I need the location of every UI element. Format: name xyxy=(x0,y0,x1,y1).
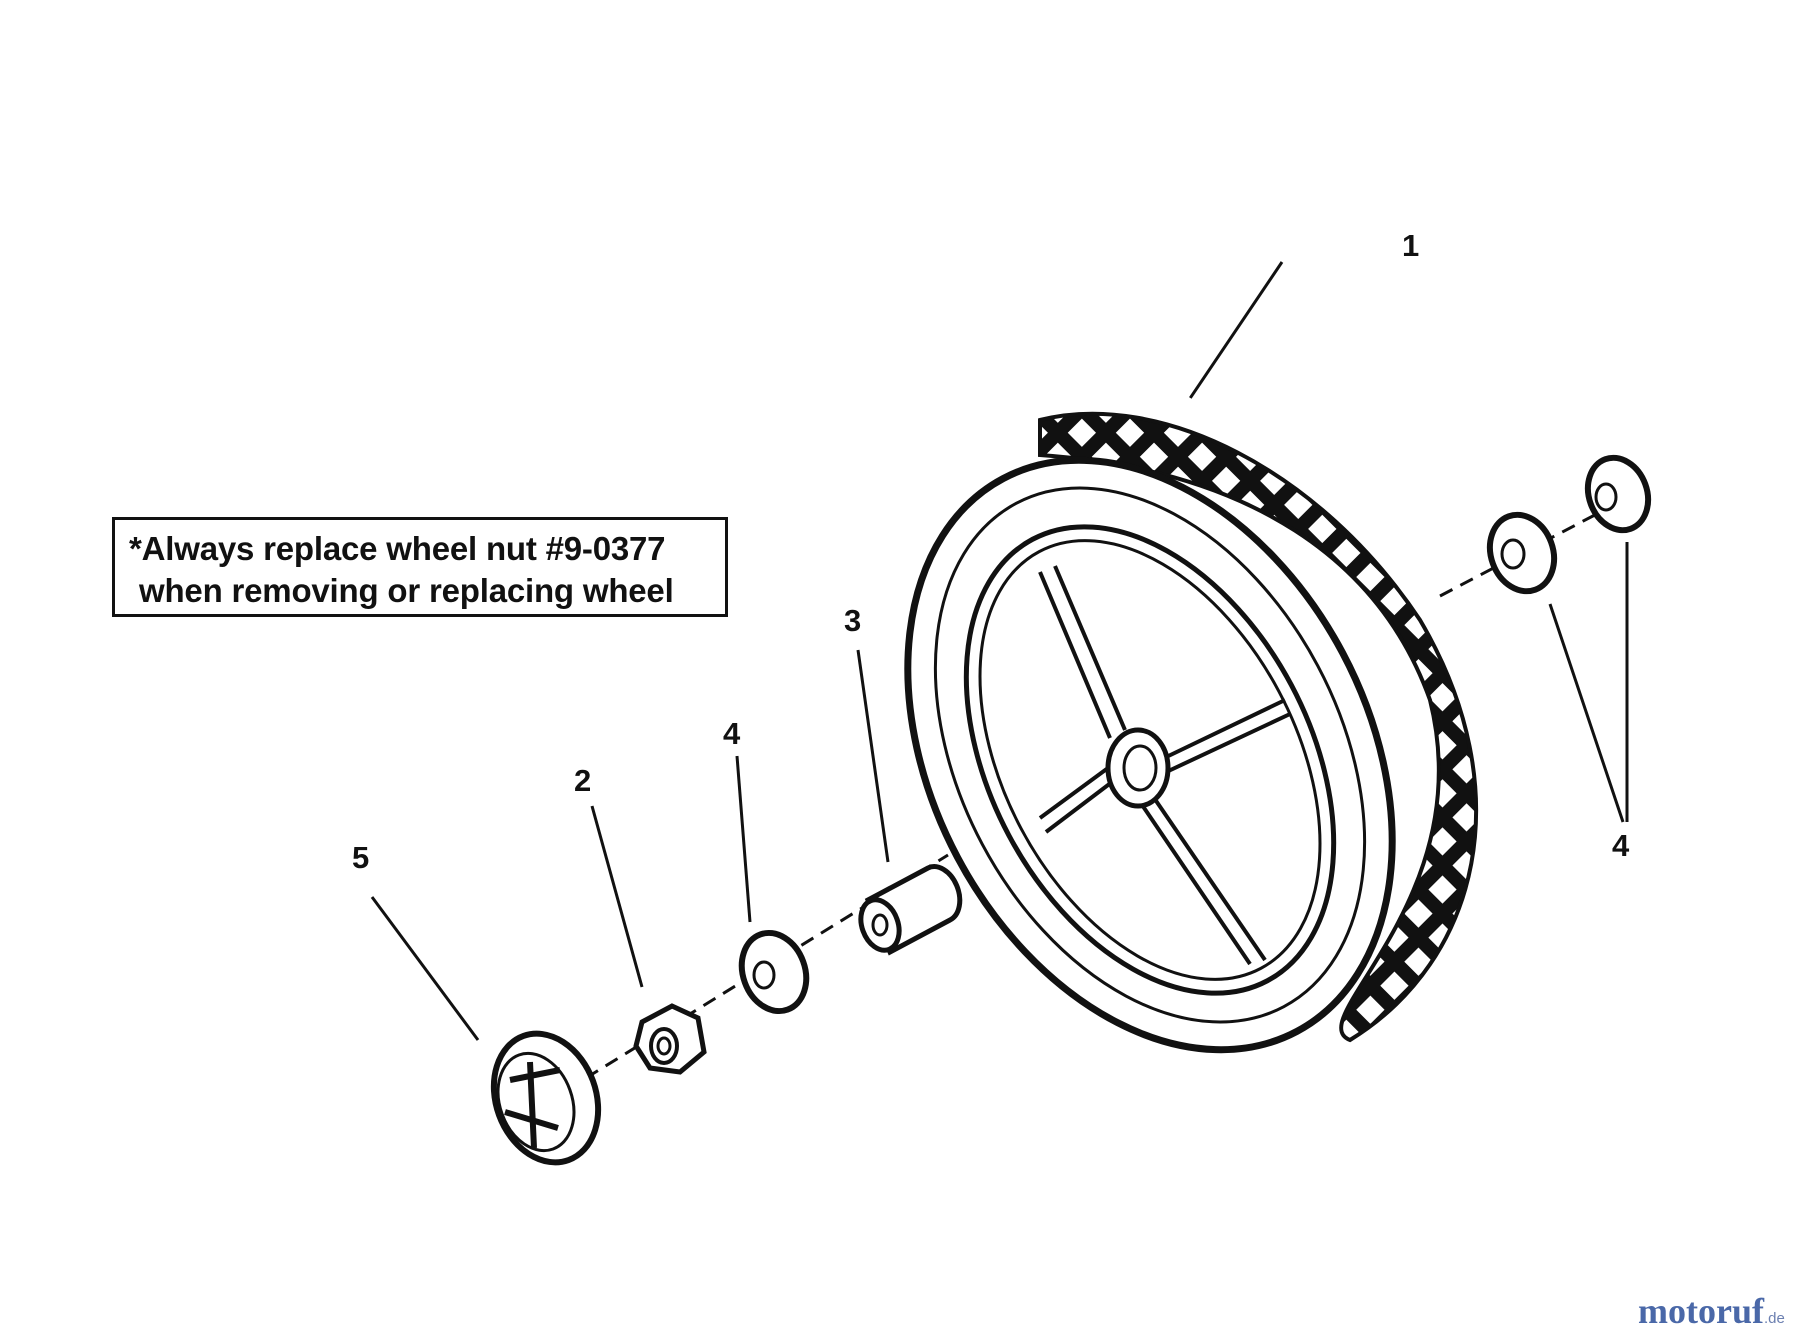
callout-4-washer-left: 4 xyxy=(723,716,741,751)
wheel-hub-bore xyxy=(1122,744,1158,792)
callout-3-spacer: 3 xyxy=(844,603,862,638)
callout-1-wheel: 1 xyxy=(1402,228,1420,263)
washer-right-back xyxy=(1584,454,1652,534)
callout-5-hubcap: 5 xyxy=(352,840,370,875)
leader-5 xyxy=(370,896,480,1041)
leader-3 xyxy=(856,649,890,863)
watermark-logo: motoruf.de xyxy=(1638,1290,1785,1332)
watermark-tld: .de xyxy=(1763,1310,1785,1327)
tire-inner-sidewall xyxy=(933,486,1367,1024)
note-line-1: *Always replace wheel nut #9-0377 xyxy=(129,530,666,567)
leader-lines xyxy=(370,261,1629,1041)
callout-4-washer-right: 4 xyxy=(1612,828,1630,863)
replacement-note-box: *Always replace wheel nut #9-0377 when r… xyxy=(112,517,728,617)
leader-4-left xyxy=(735,755,752,923)
washer-left xyxy=(738,929,810,1015)
tire-tread xyxy=(1038,411,1479,1043)
hub-cap xyxy=(490,1030,602,1166)
note-line-2: when removing or replacing wheel xyxy=(139,572,674,609)
callout-2-nut: 2 xyxy=(574,763,592,798)
spacer-bushing xyxy=(858,864,963,956)
wheel-rim-inner xyxy=(978,539,1322,981)
wheel-rim-outer xyxy=(963,524,1337,996)
wheel-nut xyxy=(633,1003,707,1075)
wheel-spokes xyxy=(1038,565,1291,966)
washer-right-front xyxy=(1486,511,1558,595)
wheel xyxy=(904,411,1479,1054)
leader-1 xyxy=(1189,261,1284,399)
leader-2 xyxy=(590,805,644,988)
leader-4-right-a xyxy=(1548,603,1625,823)
watermark-main: motoruf xyxy=(1638,1291,1764,1331)
